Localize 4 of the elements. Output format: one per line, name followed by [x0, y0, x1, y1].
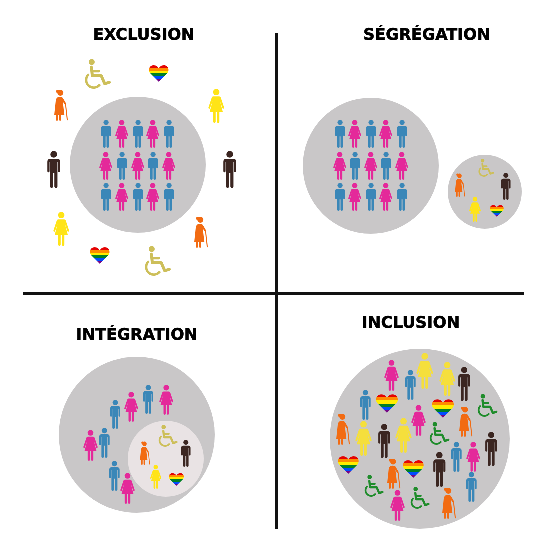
section-title: INTÉGRATION [76, 326, 198, 344]
section-title: INCLUSION [362, 314, 460, 332]
section-title: SÉGRÉGATION [364, 26, 490, 44]
section-title: EXCLUSION [93, 26, 195, 44]
